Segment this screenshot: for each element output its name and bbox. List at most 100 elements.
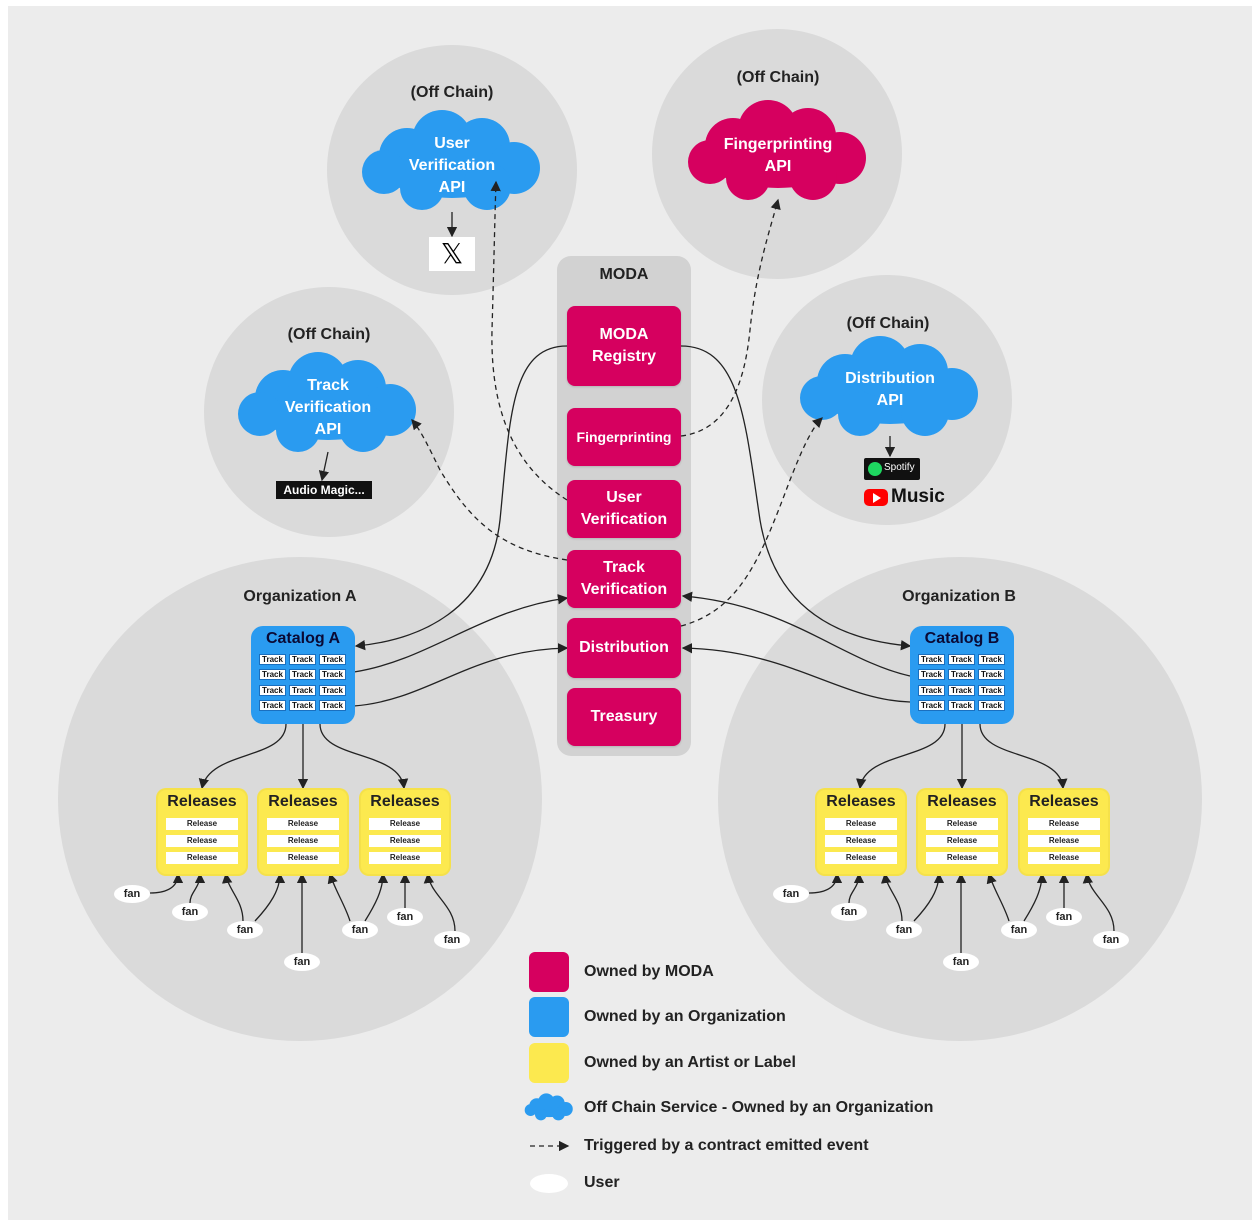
legend-label-event: Triggered by a contract emitted event <box>584 1137 869 1154</box>
track-cell: Track <box>978 700 1005 711</box>
moda-fingerprinting-box: Fingerprinting <box>567 408 681 466</box>
legend-user-icon <box>530 1174 568 1193</box>
track-cell: Track <box>948 700 975 711</box>
catalog-b-title: Catalog B <box>924 630 1000 647</box>
release-cell: Release <box>166 818 238 830</box>
catalog-a-title: Catalog A <box>265 630 341 647</box>
spotify-icon <box>868 462 882 476</box>
legend-swatch-moda <box>529 952 569 992</box>
moda-user-verification-box: User Verification <box>567 480 681 538</box>
fan-node: fan <box>1093 931 1129 949</box>
track-cell: Track <box>948 669 975 680</box>
track-cell: Track <box>319 685 346 696</box>
track-cell: Track <box>289 654 316 665</box>
cloud-track-verification-label: Track Verification API <box>284 377 372 438</box>
moda-treasury-box: Treasury <box>567 688 681 746</box>
track-cell: Track <box>978 654 1005 665</box>
track-cell: Track <box>289 669 316 680</box>
releases-b-1: Releases Release Release Release <box>817 790 905 874</box>
track-cell: Track <box>918 669 945 680</box>
track-cell: Track <box>918 700 945 711</box>
off-chain-label: (Off Chain) <box>736 69 820 86</box>
releases-a-1: Releases Release Release Release <box>158 790 246 874</box>
track-cell: Track <box>978 685 1005 696</box>
release-cell: Release <box>825 835 897 847</box>
releases-title: Releases <box>370 793 440 810</box>
catalog-b: Catalog B Track Track Track Track Track … <box>910 626 1014 724</box>
spotify-label: Spotify <box>884 462 915 473</box>
legend-cloud-icon <box>524 1093 573 1121</box>
fan-node: fan <box>773 885 809 903</box>
fan-node: fan <box>227 921 263 939</box>
org-a-title: Organization A <box>243 588 357 605</box>
releases-title: Releases <box>1029 793 1099 810</box>
release-cell: Release <box>166 835 238 847</box>
off-chain-label: (Off Chain) <box>410 84 494 101</box>
cloud-fingerprinting-label: Fingerprinting API <box>723 136 833 175</box>
track-cell: Track <box>319 654 346 665</box>
releases-b-2: Releases Release Release Release <box>918 790 1006 874</box>
fan-node: fan <box>172 903 208 921</box>
releases-title: Releases <box>927 793 997 810</box>
releases-b-3: Releases Release Release Release <box>1020 790 1108 874</box>
legend-label-user: User <box>584 1174 620 1191</box>
release-cell: Release <box>369 818 441 830</box>
release-cell: Release <box>267 835 339 847</box>
youtube-play-triangle <box>873 493 881 503</box>
fan-node: fan <box>114 885 150 903</box>
spotify-badge: Spotify <box>864 458 920 480</box>
track-cell: Track <box>289 700 316 711</box>
release-cell: Release <box>825 818 897 830</box>
track-cell: Track <box>289 685 316 696</box>
track-cell: Track <box>918 654 945 665</box>
fan-node: fan <box>434 931 470 949</box>
track-cell: Track <box>259 700 286 711</box>
track-cell: Track <box>948 685 975 696</box>
release-cell: Release <box>267 852 339 864</box>
fan-node: fan <box>943 953 979 971</box>
moda-distribution-box: Distribution <box>567 618 681 678</box>
track-cell: Track <box>259 669 286 680</box>
off-chain-label: (Off Chain) <box>287 326 371 343</box>
track-cell: Track <box>319 669 346 680</box>
track-cell: Track <box>319 700 346 711</box>
release-cell: Release <box>267 818 339 830</box>
release-cell: Release <box>825 852 897 864</box>
youtube-music-logo: Music <box>864 486 945 510</box>
release-cell: Release <box>369 852 441 864</box>
track-cell: Track <box>948 654 975 665</box>
release-cell: Release <box>166 852 238 864</box>
cloud-distribution-label: Distribution API <box>845 370 935 409</box>
legend-label-artist: Owned by an Artist or Label <box>584 1054 796 1071</box>
moda-registry-box: MODA Registry <box>567 306 681 386</box>
release-cell: Release <box>1028 818 1100 830</box>
audio-magic-badge: Audio Magic... <box>276 481 372 499</box>
releases-title: Releases <box>167 793 237 810</box>
track-cell: Track <box>918 685 945 696</box>
legend-swatch-artist <box>529 1043 569 1083</box>
catalog-a: Catalog A Track Track Track Track Track … <box>251 626 355 724</box>
release-cell: Release <box>926 835 998 847</box>
cloud-user-verification-label: User Verification API <box>408 135 496 196</box>
fan-node: fan <box>886 921 922 939</box>
youtube-music-label: Music <box>891 486 945 507</box>
fan-node: fan <box>284 953 320 971</box>
fan-node: fan <box>387 908 423 926</box>
org-b-title: Organization B <box>902 588 1016 605</box>
legend-label-off-chain: Off Chain Service - Owned by an Organiza… <box>584 1099 934 1116</box>
off-chain-label: (Off Chain) <box>846 315 930 332</box>
x-logo-icon: 𝕏 <box>429 237 475 271</box>
legend-label-organization: Owned by an Organization <box>584 1008 786 1025</box>
fan-node: fan <box>1001 921 1037 939</box>
release-cell: Release <box>1028 835 1100 847</box>
releases-title: Releases <box>268 793 338 810</box>
track-cell: Track <box>259 654 286 665</box>
fan-node: fan <box>342 921 378 939</box>
fan-node: fan <box>1046 908 1082 926</box>
moda-title: MODA <box>599 266 649 283</box>
release-cell: Release <box>926 818 998 830</box>
track-cell: Track <box>259 685 286 696</box>
releases-a-3: Releases Release Release Release <box>361 790 449 874</box>
legend-label-moda: Owned by MODA <box>584 963 714 980</box>
